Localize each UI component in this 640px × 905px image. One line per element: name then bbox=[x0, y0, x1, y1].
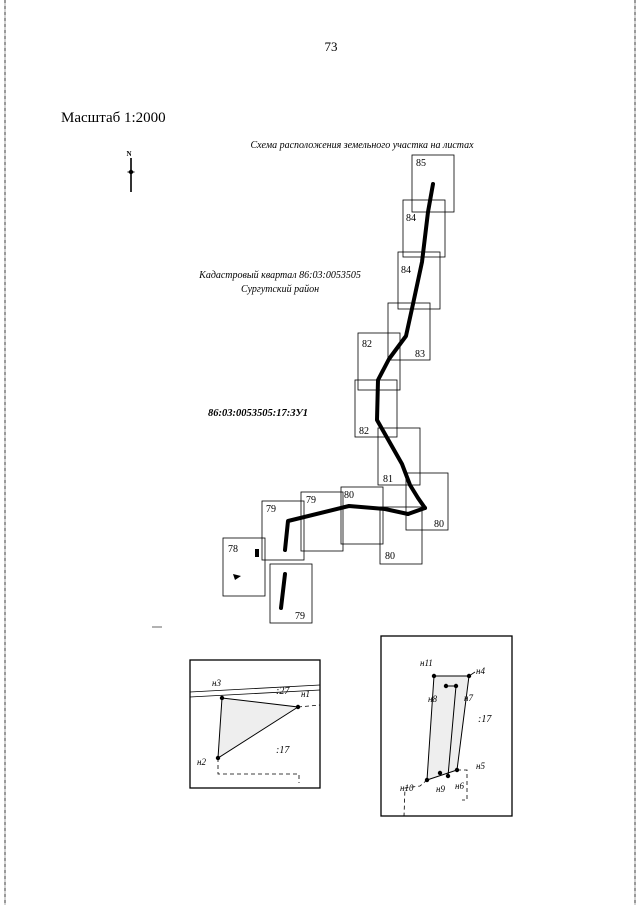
sheet-label: 80 bbox=[434, 519, 444, 530]
scan-edge-right bbox=[634, 0, 636, 905]
sheet-label: 82 bbox=[359, 426, 369, 437]
point-label-n7: н7 bbox=[464, 693, 473, 703]
boundary-point-n2 bbox=[215, 755, 221, 761]
parcel-fragment bbox=[255, 549, 259, 557]
sheet-label: 79 bbox=[295, 611, 305, 622]
point-label-n2: н2 bbox=[197, 757, 206, 767]
point-label-n11: н11 bbox=[420, 658, 433, 668]
sheet-79b-frame bbox=[261, 500, 305, 561]
boundary-point-n11 bbox=[431, 673, 437, 679]
route-vertex bbox=[423, 506, 427, 510]
boundary-point-n7 bbox=[453, 683, 459, 689]
quarter-label: Кадастровый квартал 86:03:0053505 bbox=[198, 270, 361, 281]
point-label-n9: н9 bbox=[436, 784, 445, 794]
north-label: N bbox=[126, 150, 131, 158]
page-number: 73 bbox=[325, 39, 338, 54]
boundary-point-n3 bbox=[219, 695, 225, 701]
boundary-point-n6 bbox=[445, 773, 451, 779]
sheet-label: 81 bbox=[383, 474, 393, 485]
map-title: Схема расположения земельного участка на… bbox=[250, 140, 474, 151]
parcel-fragment bbox=[233, 574, 241, 580]
point-label-n6: н6 bbox=[455, 781, 464, 791]
boundary-point-n8 bbox=[443, 683, 449, 689]
sheet-79a-frame bbox=[300, 491, 344, 552]
sheet-79c-frame bbox=[269, 563, 313, 624]
sheet-84b-frame bbox=[397, 251, 441, 310]
sheet-label: 78 bbox=[228, 544, 238, 555]
sheet-85-frame bbox=[411, 154, 455, 213]
sheet-label: 85 bbox=[416, 158, 426, 169]
scale-label: Масштаб 1:2000 bbox=[61, 110, 166, 126]
sheet-label: 80 bbox=[385, 551, 395, 562]
sheet-label: 79 bbox=[266, 504, 276, 515]
parcel-ref-27: :27 bbox=[276, 686, 290, 697]
parcel-ref-17: :17 bbox=[478, 714, 492, 725]
sheet-83-frame bbox=[387, 302, 431, 361]
parcel-route-line bbox=[283, 182, 435, 552]
sheet-label: 82 bbox=[362, 339, 372, 350]
north-arrow-icon: N bbox=[126, 150, 135, 192]
sheet-label: 84 bbox=[406, 213, 416, 224]
district-label: Сургутский район bbox=[241, 284, 319, 295]
sheet-label: 79 bbox=[306, 495, 316, 506]
sheet-label: 84 bbox=[401, 265, 411, 276]
sheet-80a-frame bbox=[405, 472, 449, 531]
boundary-point-n9 bbox=[437, 770, 443, 776]
sheet-label: 83 bbox=[415, 349, 425, 360]
point-label-n8: н8 bbox=[428, 694, 437, 704]
point-label-n3: н3 bbox=[212, 678, 221, 688]
sheet-label: 80 bbox=[344, 490, 354, 501]
inset-right: н4 н5 н6 н7 н8 н9 н10 н11 :17 bbox=[380, 635, 513, 817]
point-label-n10: н10 bbox=[400, 783, 414, 793]
parcel-segment-south bbox=[279, 572, 287, 610]
sheet-80b-frame bbox=[379, 506, 423, 565]
route-vertex bbox=[406, 512, 410, 516]
boundary-point-n10 bbox=[424, 777, 430, 783]
sheet-labels: 85 84 84 83 82 82 81 80 80 80 79 79 79 7… bbox=[228, 158, 444, 622]
sheet-80c-frame bbox=[340, 486, 384, 545]
scan-edge-left bbox=[4, 0, 6, 905]
parcel-number: 86:03:0053505:17:ЗУ1 bbox=[208, 408, 308, 419]
boundary-point-n1 bbox=[295, 704, 301, 710]
boundary-point-n5 bbox=[454, 767, 460, 773]
point-label-n5: н5 bbox=[476, 761, 485, 771]
point-label-n1: н1 bbox=[301, 689, 310, 699]
boundary-point-n4 bbox=[466, 673, 472, 679]
sheet-81-frame bbox=[377, 427, 421, 486]
inset-left: н1 н2 н3 :27 :17 bbox=[189, 659, 321, 789]
point-label-n4: н4 bbox=[476, 666, 485, 676]
parcel-ref-17: :17 bbox=[276, 745, 290, 756]
sheet-78-frame bbox=[222, 537, 266, 597]
